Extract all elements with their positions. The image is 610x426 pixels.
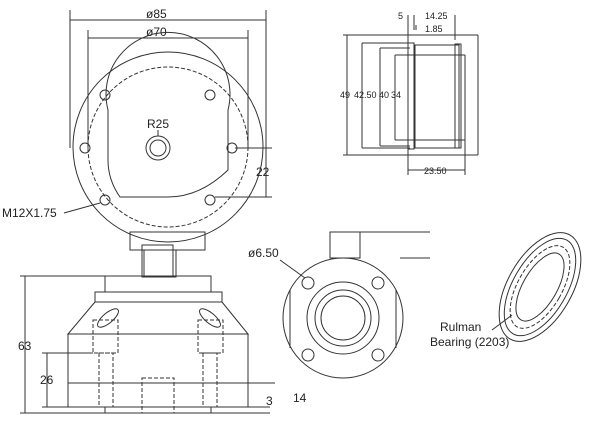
thread-label: M12X1.75 [2,206,57,220]
lower-height-label: 26 [40,373,54,387]
outer-diameter-label: ø85 [146,7,167,21]
bearing-label-line2: Bearing (2203) [430,335,509,349]
dim-5: 5 [398,11,403,21]
dim-14-25: 14.25 [425,11,448,21]
dim-42-50: 42.50 [354,90,377,100]
dim-23-50: 23.50 [424,166,447,176]
offset-label: 22 [256,165,270,179]
base-thickness-label: 3 [266,394,273,408]
base-height-label: 14 [293,391,307,405]
front-view: ø6.50 [248,231,430,379]
bearing-label-line1: Rulman [440,320,481,334]
dim-1-85: 1.85 [425,24,443,34]
dim-40: 40 [379,90,389,100]
dim-49: 49 [340,90,350,100]
side-view: 63 26 3 14 [18,244,307,414]
bearing-illustration: Rulman Bearing (2203) [430,232,582,349]
section-view: 5 14.25 1.85 49 42.50 40 34 23.50 [340,11,479,176]
bolt-circle-label: ø70 [146,25,167,39]
hole-diameter-label: ø6.50 [248,246,279,260]
dim-34: 34 [391,90,401,100]
top-view: ø85 ø70 R25 22 M12X1.75 [2,7,272,278]
total-height-label: 63 [18,339,32,353]
radius-label: R25 [147,117,169,131]
